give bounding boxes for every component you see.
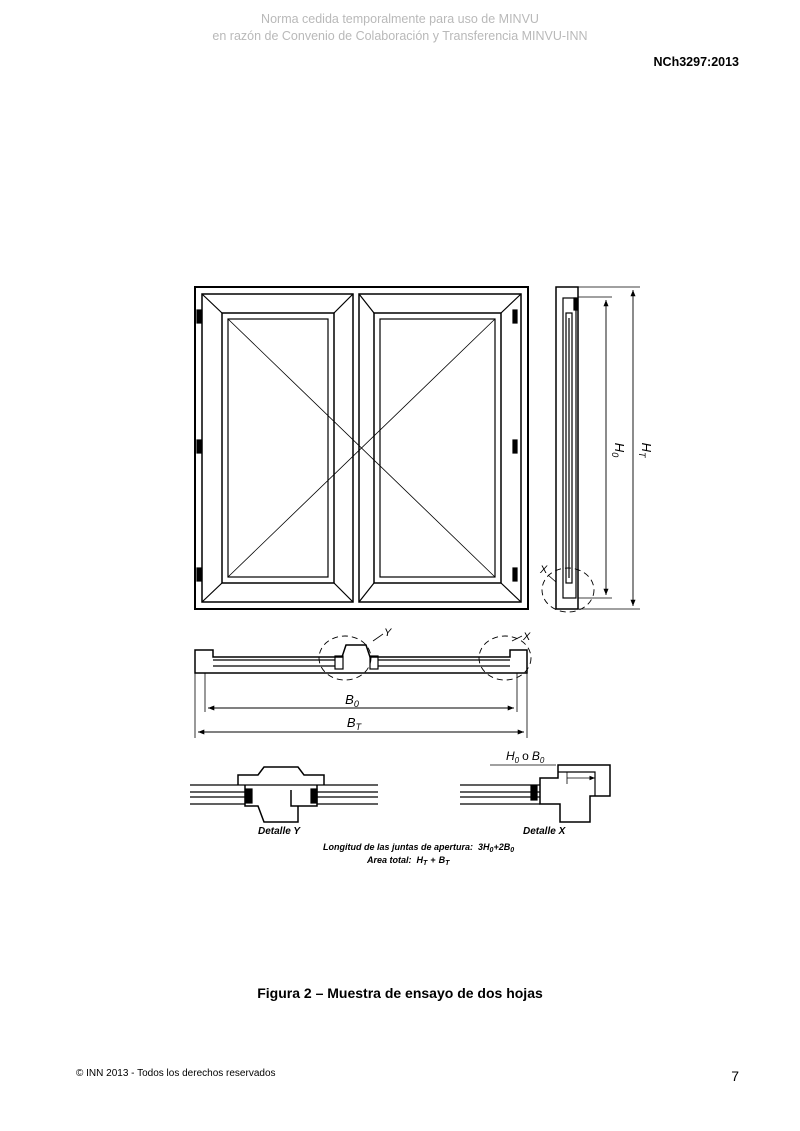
label-ht: HT — [637, 443, 654, 459]
label-bt: BT — [347, 715, 363, 732]
detail-y-drawing — [190, 766, 378, 823]
front-elevation — [194, 286, 529, 610]
page-number: 7 — [731, 1068, 739, 1084]
watermark-line-1: Norma cedida temporalmente para uso de M… — [261, 12, 539, 26]
label-h0: H0 — [610, 443, 627, 457]
label-detalle-x: Detalle X — [523, 826, 567, 837]
label-y: Y — [384, 627, 392, 639]
side-section — [541, 286, 640, 613]
plan-section — [194, 633, 532, 738]
window-figure: H0 HT X Y X B0 BT — [190, 286, 654, 867]
label-detalle-y: Detalle Y — [258, 826, 301, 837]
total-area-note: Area total:HT+BT — [366, 855, 450, 867]
watermark-line-2: en razón de Convenio de Colaboración y T… — [212, 29, 588, 43]
figure-caption: Figura 2 – Muestra de ensayo de dos hoja… — [257, 985, 543, 1001]
detail-x-drawing — [460, 764, 611, 823]
label-x-side: X — [539, 564, 548, 576]
joint-length-note: Longitud de las juntas de apertura:3H0+2… — [323, 842, 514, 854]
label-x-plan: X — [522, 631, 531, 643]
label-b0: B0 — [345, 692, 359, 709]
footer-copyright: © INN 2013 - Todos los derechos reservad… — [76, 1068, 276, 1079]
standard-code: NCh3297:2013 — [653, 55, 739, 69]
